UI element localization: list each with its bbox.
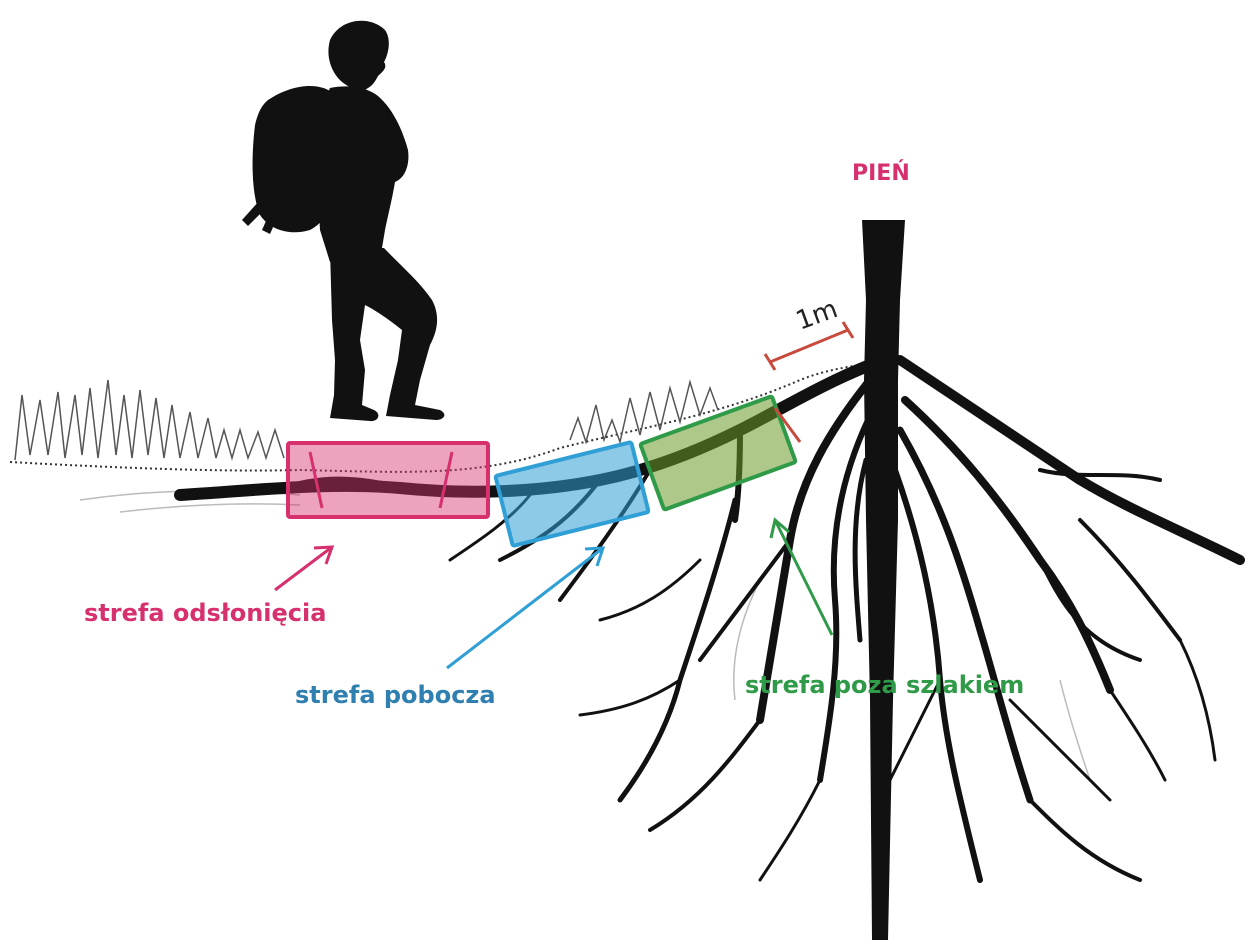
zone-exposure bbox=[288, 443, 488, 517]
zone-exposure-label: strefa odsłonięcia bbox=[84, 599, 326, 627]
hiker-silhouette bbox=[242, 21, 444, 421]
zone-roadside-label: strefa pobocza bbox=[295, 681, 496, 709]
arrow-exposure bbox=[275, 547, 332, 590]
zone-exposure-box bbox=[288, 443, 488, 517]
arrow-roadside bbox=[447, 548, 603, 668]
zone-roadside bbox=[495, 442, 648, 546]
trunk-label: PIEŃ bbox=[852, 160, 910, 186]
zone-offtrail-label: strefa poza szlakiem bbox=[745, 671, 1024, 699]
thin-roots bbox=[80, 491, 1090, 780]
zone-roadside-box bbox=[495, 442, 648, 546]
scale-label: 1m bbox=[792, 294, 842, 337]
